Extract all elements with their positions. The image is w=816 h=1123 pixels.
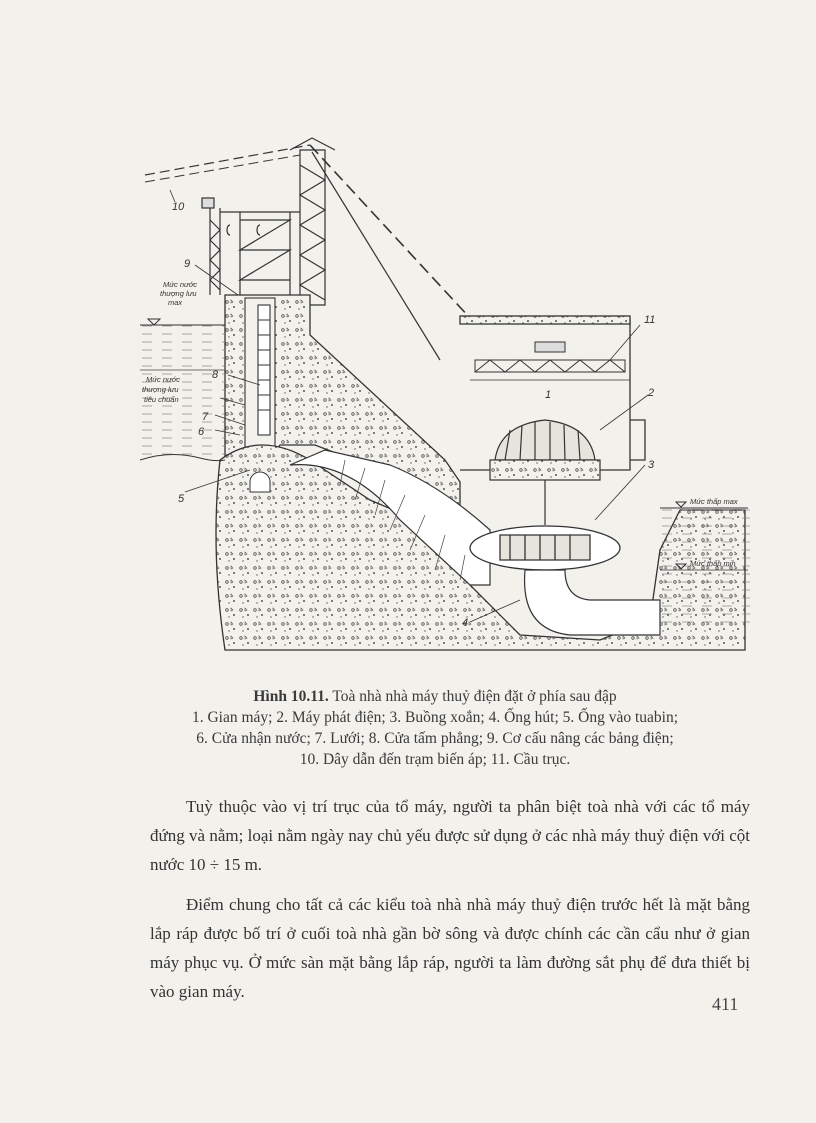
label-downstream-min: Mức thấp min [690,559,736,568]
upstream-water [140,318,225,460]
draft-tube [523,569,661,636]
label-1: 1 [545,389,551,401]
spiral-case [469,525,621,571]
label-10: 10 [172,201,185,213]
label-upstream-std-2: thượng lưu [142,385,179,394]
label-2: 2 [647,387,654,399]
label-upstream-std-1: Mức nước [146,375,180,384]
label-3: 3 [648,459,655,471]
label-downstream-max: Mức thấp max [690,497,738,506]
label-upstream-max-2: thượng lưu [160,289,197,298]
label-upstream-max-1: Mức nước [163,280,197,289]
caption-figure-number: Hình 10.11. [253,688,329,705]
hydropower-plant-figure: 10 9 Mức nước thượng lưu max 8 Mức nước … [140,130,750,675]
caption-legend-line-3: 10. Dây dẫn đến trạm biến áp; 11. Cầu tr… [299,751,571,768]
label-9: 9 [184,258,190,270]
caption-legend-line-1: 1. Gian máy; 2. Máy phát điện; 3. Buồng … [191,709,679,726]
cross-section-drawing: 10 9 Mức nước thượng lưu max 8 Mức nước … [140,137,750,651]
caption-figure-title: Toà nhà nhà máy thuỷ điện đặt ở phía sau… [332,688,617,705]
caption-legend-line-2: 6. Cửa nhận nước; 7. Lưới; 8. Cửa tấm ph… [196,730,674,747]
paragraph-1: Tuỳ thuộc vào vị trí trục của tổ máy, ng… [150,797,750,874]
downstream-water [660,501,750,628]
label-5: 5 [178,493,185,505]
crane-tower [289,137,336,306]
label-6: 6 [198,426,205,438]
label-upstream-max-3: max [168,298,182,307]
figure-caption: Hình 10.11. Toà nhà nhà máy thuỷ điện đặ… [150,686,720,770]
label-upstream-std-3: tiêu chuẩn [144,395,179,404]
label-7: 7 [202,411,209,423]
page-number: 411 [712,994,739,1014]
transmission-line [144,144,471,361]
body-text: Tuỳ thuộc vào vị trí trục của tổ máy, ng… [150,792,750,1017]
generator [489,419,601,525]
intake-gate [244,297,276,449]
label-8: 8 [212,369,219,381]
caption-title: Hình 10.11. Toà nhà nhà máy thuỷ điện đặ… [150,686,720,707]
overhead-crane [474,341,626,373]
paragraph-2: Điểm chung cho tất cả các kiểu toà nhà n… [150,895,750,1001]
label-11: 11 [644,314,655,326]
gantry-crane [201,197,300,295]
label-4: 4 [462,617,468,629]
